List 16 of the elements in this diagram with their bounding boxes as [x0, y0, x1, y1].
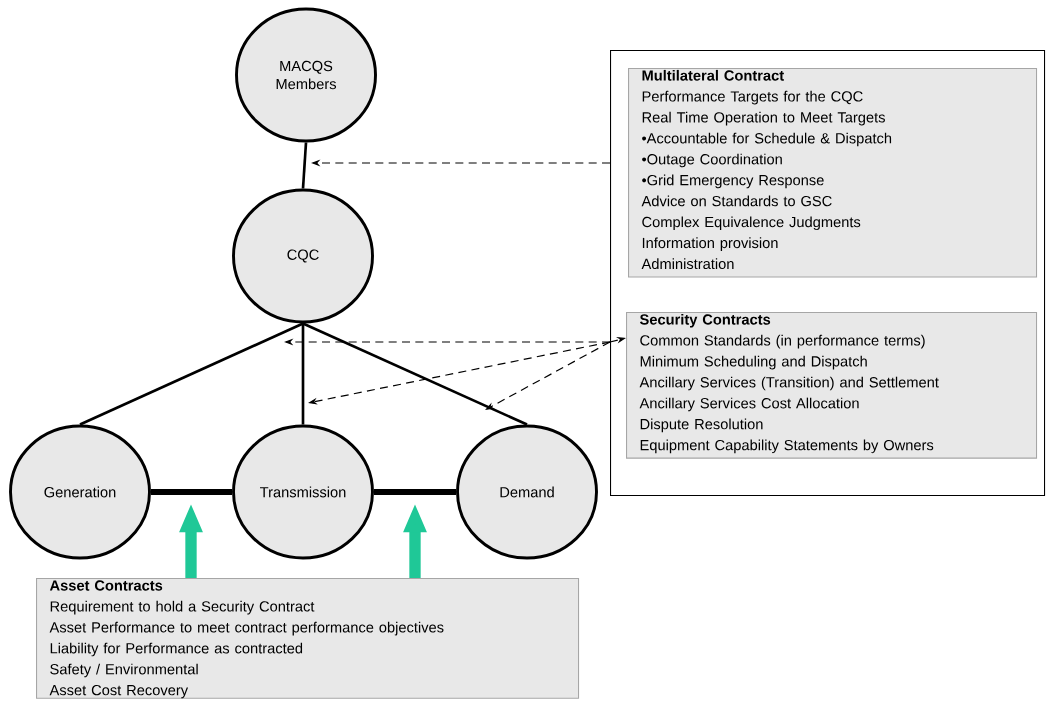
circle-node: Transmission — [232, 424, 374, 560]
connector-line — [373, 489, 457, 495]
contract-box: Security Contracts Common Standards (in performance terms) Minimum Scheduling and Dispatch Ancillary Services (Transition) and Settlement Ancillary Services Cost Allocation Dispute Resolution Equipment Capability Statements by Owners — [626, 312, 1038, 459]
circle-node: CQC — [232, 188, 374, 324]
frame-box — [610, 50, 1046, 497]
dashed-arrow — [485, 341, 611, 410]
connector-line — [150, 489, 233, 495]
circle-node: Generation — [9, 424, 151, 560]
circle-node: Demand — [456, 424, 598, 560]
contract-box: Asset Contracts Requirement to hold a Security Contract Asset Performance to meet contract performance objectives Liability for Performance as contracted Safety / Environmental Asset Cost Recovery — [36, 578, 580, 699]
circle-node: MACQS Members — [235, 7, 377, 143]
connector-line — [301, 142, 308, 189]
connector-line — [301, 323, 305, 425]
connector-line — [302, 322, 528, 426]
contract-box: Multilateral Contract Performance Targets for the CQC Real Time Operation to Meet Targets •Accountable for Schedule & Dispatch •Outage Coordination •Grid Emergency Response Advice on Standards to GSC Complex Equivalence Judgments Information provision Administration — [628, 68, 1038, 278]
connector-line — [79, 322, 304, 426]
